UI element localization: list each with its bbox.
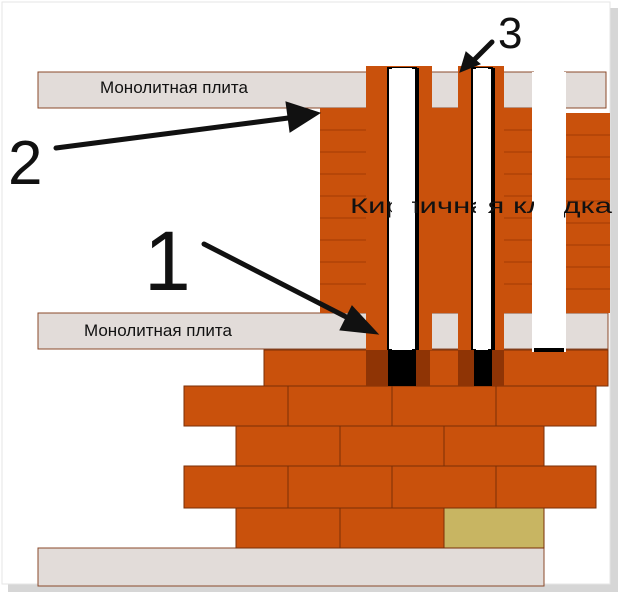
brick — [339, 425, 445, 467]
brick — [287, 385, 393, 427]
brick — [339, 507, 445, 549]
wall-right-section-b — [566, 113, 610, 313]
chimney-channel-left — [366, 66, 432, 386]
channel-right-base-black — [474, 350, 492, 386]
wall-label-occluder-gap — [534, 190, 564, 220]
brick — [495, 385, 597, 427]
wall-label-occluder-right — [476, 190, 488, 220]
brick — [235, 507, 341, 549]
brick — [443, 425, 545, 467]
right-white-pipe-base — [534, 348, 564, 352]
brick — [183, 465, 289, 509]
arrow-2-head — [285, 101, 322, 133]
callout-1: 1 — [144, 214, 191, 308]
arrow-1-shaft — [201, 241, 359, 325]
brick — [495, 465, 597, 509]
channel-left-base-dark-r — [416, 350, 430, 386]
arrow-1-head — [339, 305, 380, 335]
callout-arrows — [53, 39, 495, 335]
chimney-channel-right — [458, 66, 504, 386]
lower-slab — [37, 312, 609, 350]
channel-left-base-black — [388, 350, 416, 386]
channel-right-outer-line — [492, 68, 495, 350]
brick — [287, 465, 393, 509]
wall-mid-section — [432, 108, 458, 313]
sand-brick — [443, 507, 545, 549]
foundation-slab — [37, 547, 545, 587]
arrow-3-head — [459, 51, 481, 73]
brick-wall — [320, 108, 610, 313]
channel-left-casing-cap-right — [416, 66, 432, 80]
wall-label-occluder-left — [392, 190, 412, 220]
channel-right-base-dark-r — [492, 350, 504, 386]
brick — [263, 349, 369, 387]
upper-slab — [37, 71, 607, 109]
brick — [391, 385, 497, 427]
channel-right-base-dark — [458, 350, 474, 386]
channel-left-outer-line — [416, 68, 419, 350]
wall-left-section — [320, 108, 366, 313]
brick — [235, 425, 341, 467]
brick — [391, 465, 497, 509]
upper-slab-label: Монолитная плита — [100, 78, 248, 97]
wall-right-section-a — [504, 108, 532, 313]
brick — [183, 385, 289, 427]
channel-left-casing-cap-left — [366, 66, 388, 80]
lower-slab-label: Монолитная плита — [84, 321, 232, 340]
arrow-2-shaft — [53, 114, 299, 151]
callout-3: 3 — [498, 9, 522, 58]
arrow-3-shaft — [469, 39, 495, 65]
callout-2: 2 — [8, 129, 42, 198]
channel-left-base-dark — [366, 350, 388, 386]
